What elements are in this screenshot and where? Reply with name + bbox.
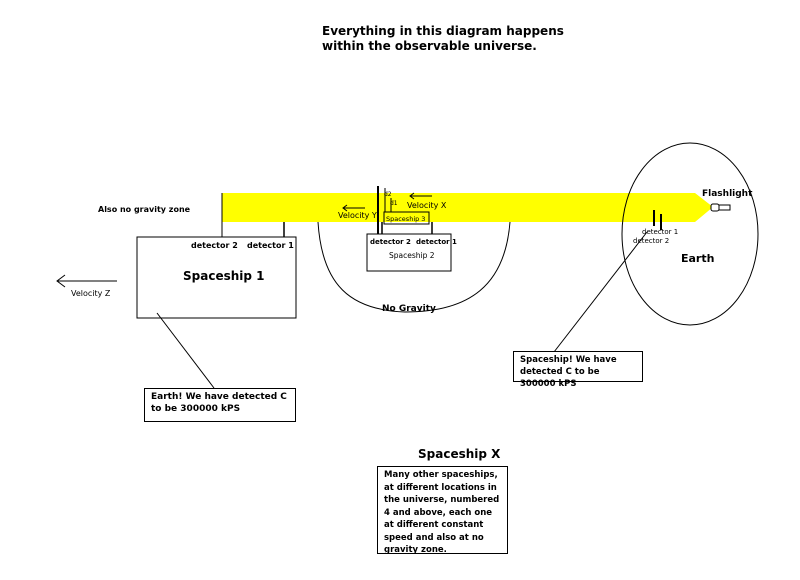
velocity-x-label: Velocity X [407,201,447,210]
velocity-y-arrow [342,204,365,212]
spaceship2-detector-1-label: detector 1 [416,238,457,246]
spaceship2-detector-2-label: detector 2 [370,238,411,246]
title-line-1: Everything in this diagram happens [322,24,564,38]
earth-message-box: Spaceship! We have detected C to be 3000… [513,351,643,389]
other-spaceships-box: Many other spaceships, at different loca… [377,466,508,555]
velocity-x-arrow [409,192,432,200]
velocity-z-arrow [56,274,117,288]
no-gravity-zone-label: Also no gravity zone [98,205,191,214]
spaceship1-label: Spaceship 1 [183,269,265,283]
spaceship3-d1-label: d1 [390,200,398,207]
spaceship3-d2-label: d2 [384,191,392,198]
spaceship1-message-box: Earth! We have detected C to be 300000 k… [144,388,296,422]
spaceship3-body [383,211,430,225]
velocity-z-label: Velocity Z [71,289,111,298]
spaceship2-body [366,233,452,272]
title-line-2: within the observable universe. [322,39,537,53]
no-gravity-arc [317,221,511,313]
light-beam [222,193,713,222]
earth-detector-2-label: detector 2 [633,237,669,245]
spaceship1-detector-1-label: detector 1 [247,241,294,250]
earth-label: Earth [681,252,714,265]
earth-detector-1-label: detector 1 [642,228,678,236]
flashlight-label: Flashlight [702,189,753,199]
velocity-y-label: Velocity Y [338,211,377,220]
spaceship1-callout-line [156,312,215,389]
spaceship2-label: Spaceship 2 [389,251,435,260]
spaceship1-detector-2-label: detector 2 [191,241,238,250]
no-gravity-label: No Gravity [382,304,436,314]
flashlight-icon [710,203,731,212]
spaceship1-body [136,236,297,319]
earth-callout-line [553,231,648,353]
earth-circle [621,142,759,326]
spaceship3-label: Spaceship 3 [386,215,425,223]
spaceship-x-label: Spaceship X [418,447,501,461]
